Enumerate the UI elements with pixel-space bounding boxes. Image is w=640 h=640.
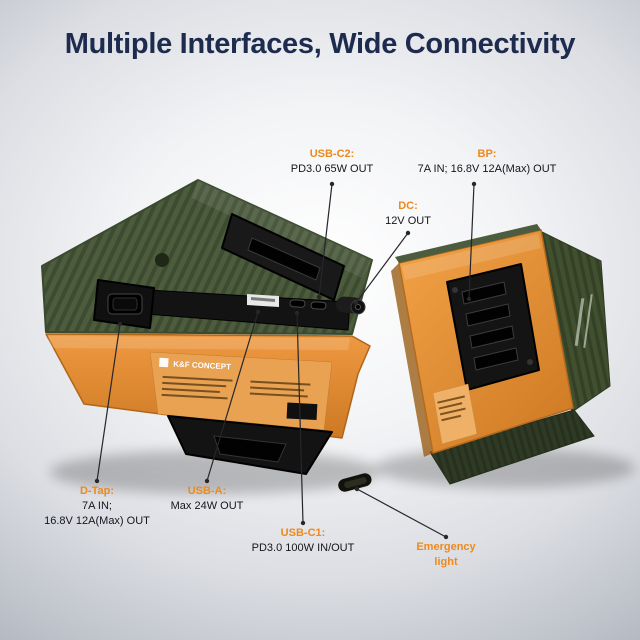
callout-bp: BP: 7A IN; 16.8V 12A(Max) OUT [418,147,557,177]
callout-dc: DC: 12V OUT [385,199,431,229]
spec-sticker-right [432,383,478,445]
callout-usb-a: USB-A: Max 24W OUT [171,484,244,514]
callout-dc-value: 12V OUT [385,215,431,227]
callout-usb-c2-value: PD3.0 65W OUT [290,163,374,175]
battery-right-bottom-band [429,409,595,485]
callout-d-tap: D-Tap: 7A IN; 16.8V 12A(Max) OUT [44,484,150,529]
bp-screw-bottom [527,359,533,365]
battery-right-left-edge [391,263,433,457]
usb-a-port [247,294,279,307]
bp-screw-top [452,287,458,293]
sticker-text-lines [437,395,466,422]
callout-usb-a-title: USB-A: [187,485,227,497]
battery-right [338,224,611,492]
callout-dc-title: DC: [398,200,418,212]
port-panel [145,289,366,331]
callout-usb-c1-title: USB-C1: [280,527,326,539]
battery-left: K&F CONCEPT [41,179,373,475]
bp-plate [446,263,540,391]
line-emergency [356,488,447,538]
top-screw [155,253,169,267]
callout-usb-a-value: Max 24W OUT [170,500,244,512]
callout-usb-c2: USB-C2: PD3.0 65W OUT [291,147,374,177]
brand-logo [159,357,169,368]
line-d-tap [96,323,121,482]
line-dc [355,232,409,304]
line-usb-c2 [318,183,333,298]
orange-highlight [48,336,350,350]
callout-emergency-light-value: light [434,556,458,568]
callout-emergency-light-title: Emergency [416,541,476,553]
callout-bp-title: BP: [477,148,497,160]
front-highlight [402,234,541,280]
usb-c1-port [289,299,306,308]
battery-right-top-edge-green [395,224,541,263]
spec-sticker-left: K&F CONCEPT [149,351,333,431]
line-bp [468,183,475,300]
callout-d-tap-value-1: 7A IN; [82,500,112,512]
line-usb-a [206,311,259,482]
callout-lines [96,183,475,538]
brand-text: K&F CONCEPT [173,359,231,371]
callout-usb-c1-value: PD3.0 100W IN/OUT [251,542,355,554]
callout-bp-value: 7A IN; 16.8V 12A(Max) OUT [417,163,557,175]
emergency-light [338,473,372,492]
callout-dots [94,181,477,540]
line-usb-c1 [296,312,304,524]
certification-icons [286,402,318,421]
callout-d-tap-title: D-Tap: [79,485,115,497]
green-top-highlight [192,180,372,278]
callout-usb-c2-title: USB-C2: [309,148,355,160]
sticker-text-lines [161,375,311,400]
callout-d-tap-value-2: 16.8V 12A(Max) OUT [44,515,150,527]
page-title: Multiple Interfaces, Wide Connectivity [64,28,576,60]
side-print-marks [574,294,593,348]
mount-plate-top [221,213,345,301]
v-mount-plate [167,415,333,475]
usb-c2-port [310,301,327,310]
callout-usb-c1: USB-C1: PD3.0 100W IN/OUT [252,526,355,556]
callout-emergency-light: Emergency light [416,540,475,570]
d-tap-port [93,279,155,329]
